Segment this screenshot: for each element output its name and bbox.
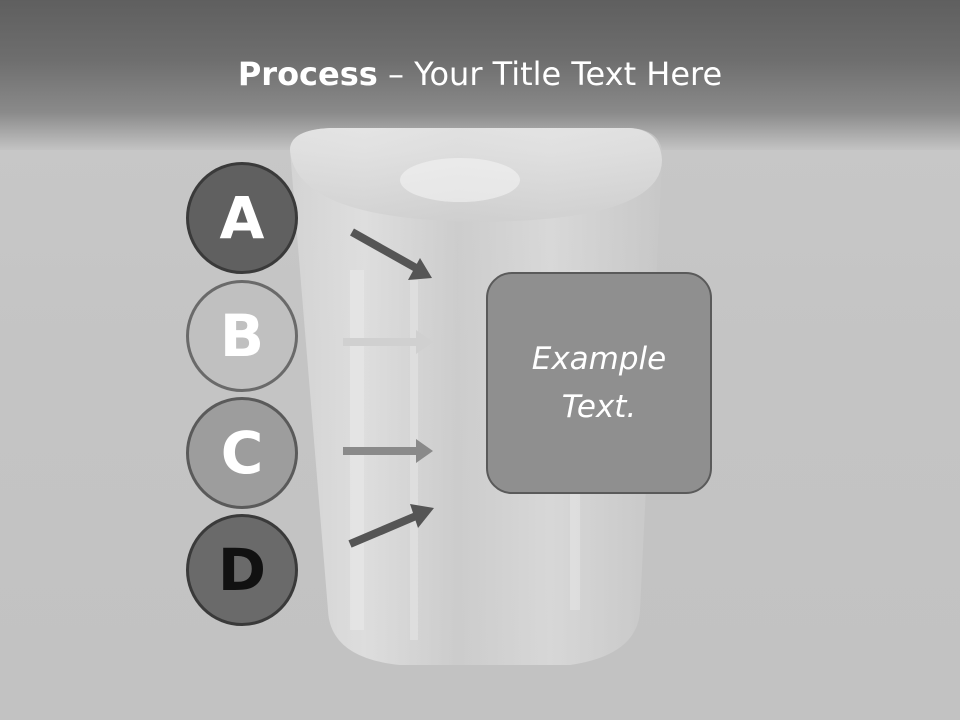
example-text: Example Text.: [531, 341, 667, 425]
arrow-a-icon: [350, 228, 432, 280]
step-d-circle: D: [186, 514, 298, 626]
title-bar: [0, 0, 960, 150]
title-bold: Process: [237, 55, 378, 93]
example-text-box: Example Text.: [486, 272, 712, 494]
step-c-circle: C: [186, 397, 298, 509]
arrow-b-icon: [343, 330, 433, 354]
slide-title: Process – Your Title Text Here: [0, 52, 960, 96]
step-b-circle: B: [186, 280, 298, 392]
step-a-circle: A: [186, 162, 298, 274]
arrow-d-icon: [348, 504, 434, 548]
title-rest: – Your Title Text Here: [377, 55, 723, 93]
arrow-c-icon: [343, 439, 433, 463]
